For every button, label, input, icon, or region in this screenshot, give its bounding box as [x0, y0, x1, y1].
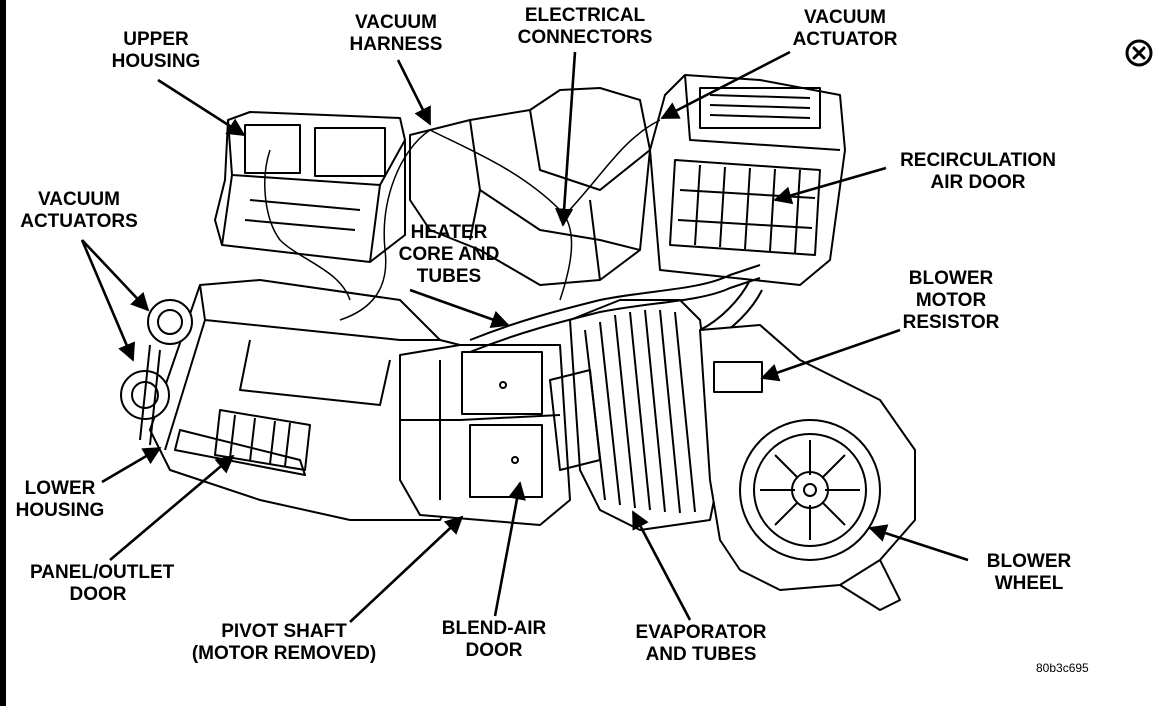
- electrical-connectors-arrow: [555, 51, 577, 227]
- blend-air-housing-part: [399, 344, 571, 526]
- blower-wheel-arrow: [868, 524, 969, 562]
- lower-housing-arrow: [101, 446, 162, 484]
- recirculation-air-door-arrow: [773, 166, 887, 205]
- close-icon: [1125, 39, 1153, 67]
- page-left-border: [0, 0, 6, 706]
- close-button[interactable]: [1124, 38, 1154, 68]
- panel-outlet-door-arrow: [109, 454, 235, 561]
- vacuum-harness-arrow: [396, 59, 432, 126]
- vacuum-actuators-part: [120, 299, 193, 446]
- vacuum-actuator-arrow: [660, 50, 791, 120]
- blower-motor-resistor-arrow: [760, 328, 901, 382]
- evaporator-part: [549, 299, 721, 531]
- vacuum-harness-part: [264, 119, 661, 321]
- upper-housing-arrow: [157, 78, 246, 137]
- blower-housing-part: [699, 324, 916, 611]
- evaporator-arrow: [631, 510, 692, 621]
- heater-core-arrow: [409, 288, 510, 329]
- vacuum-actuators-arrow-2: [80, 239, 135, 362]
- upper-housing-part: [214, 111, 406, 263]
- vacuum-actuators-arrow-1: [81, 239, 150, 312]
- pivot-shaft-label: PIVOT SHAFT(MOTOR REMOVED): [191, 621, 377, 664]
- central-duct-part: [409, 87, 651, 286]
- pivot-shaft-arrow: [349, 515, 464, 623]
- recirculation-housing-part: [649, 74, 846, 286]
- blend-air-door-arrow: [493, 481, 526, 617]
- figure-code: 80b3c695: [1036, 661, 1089, 675]
